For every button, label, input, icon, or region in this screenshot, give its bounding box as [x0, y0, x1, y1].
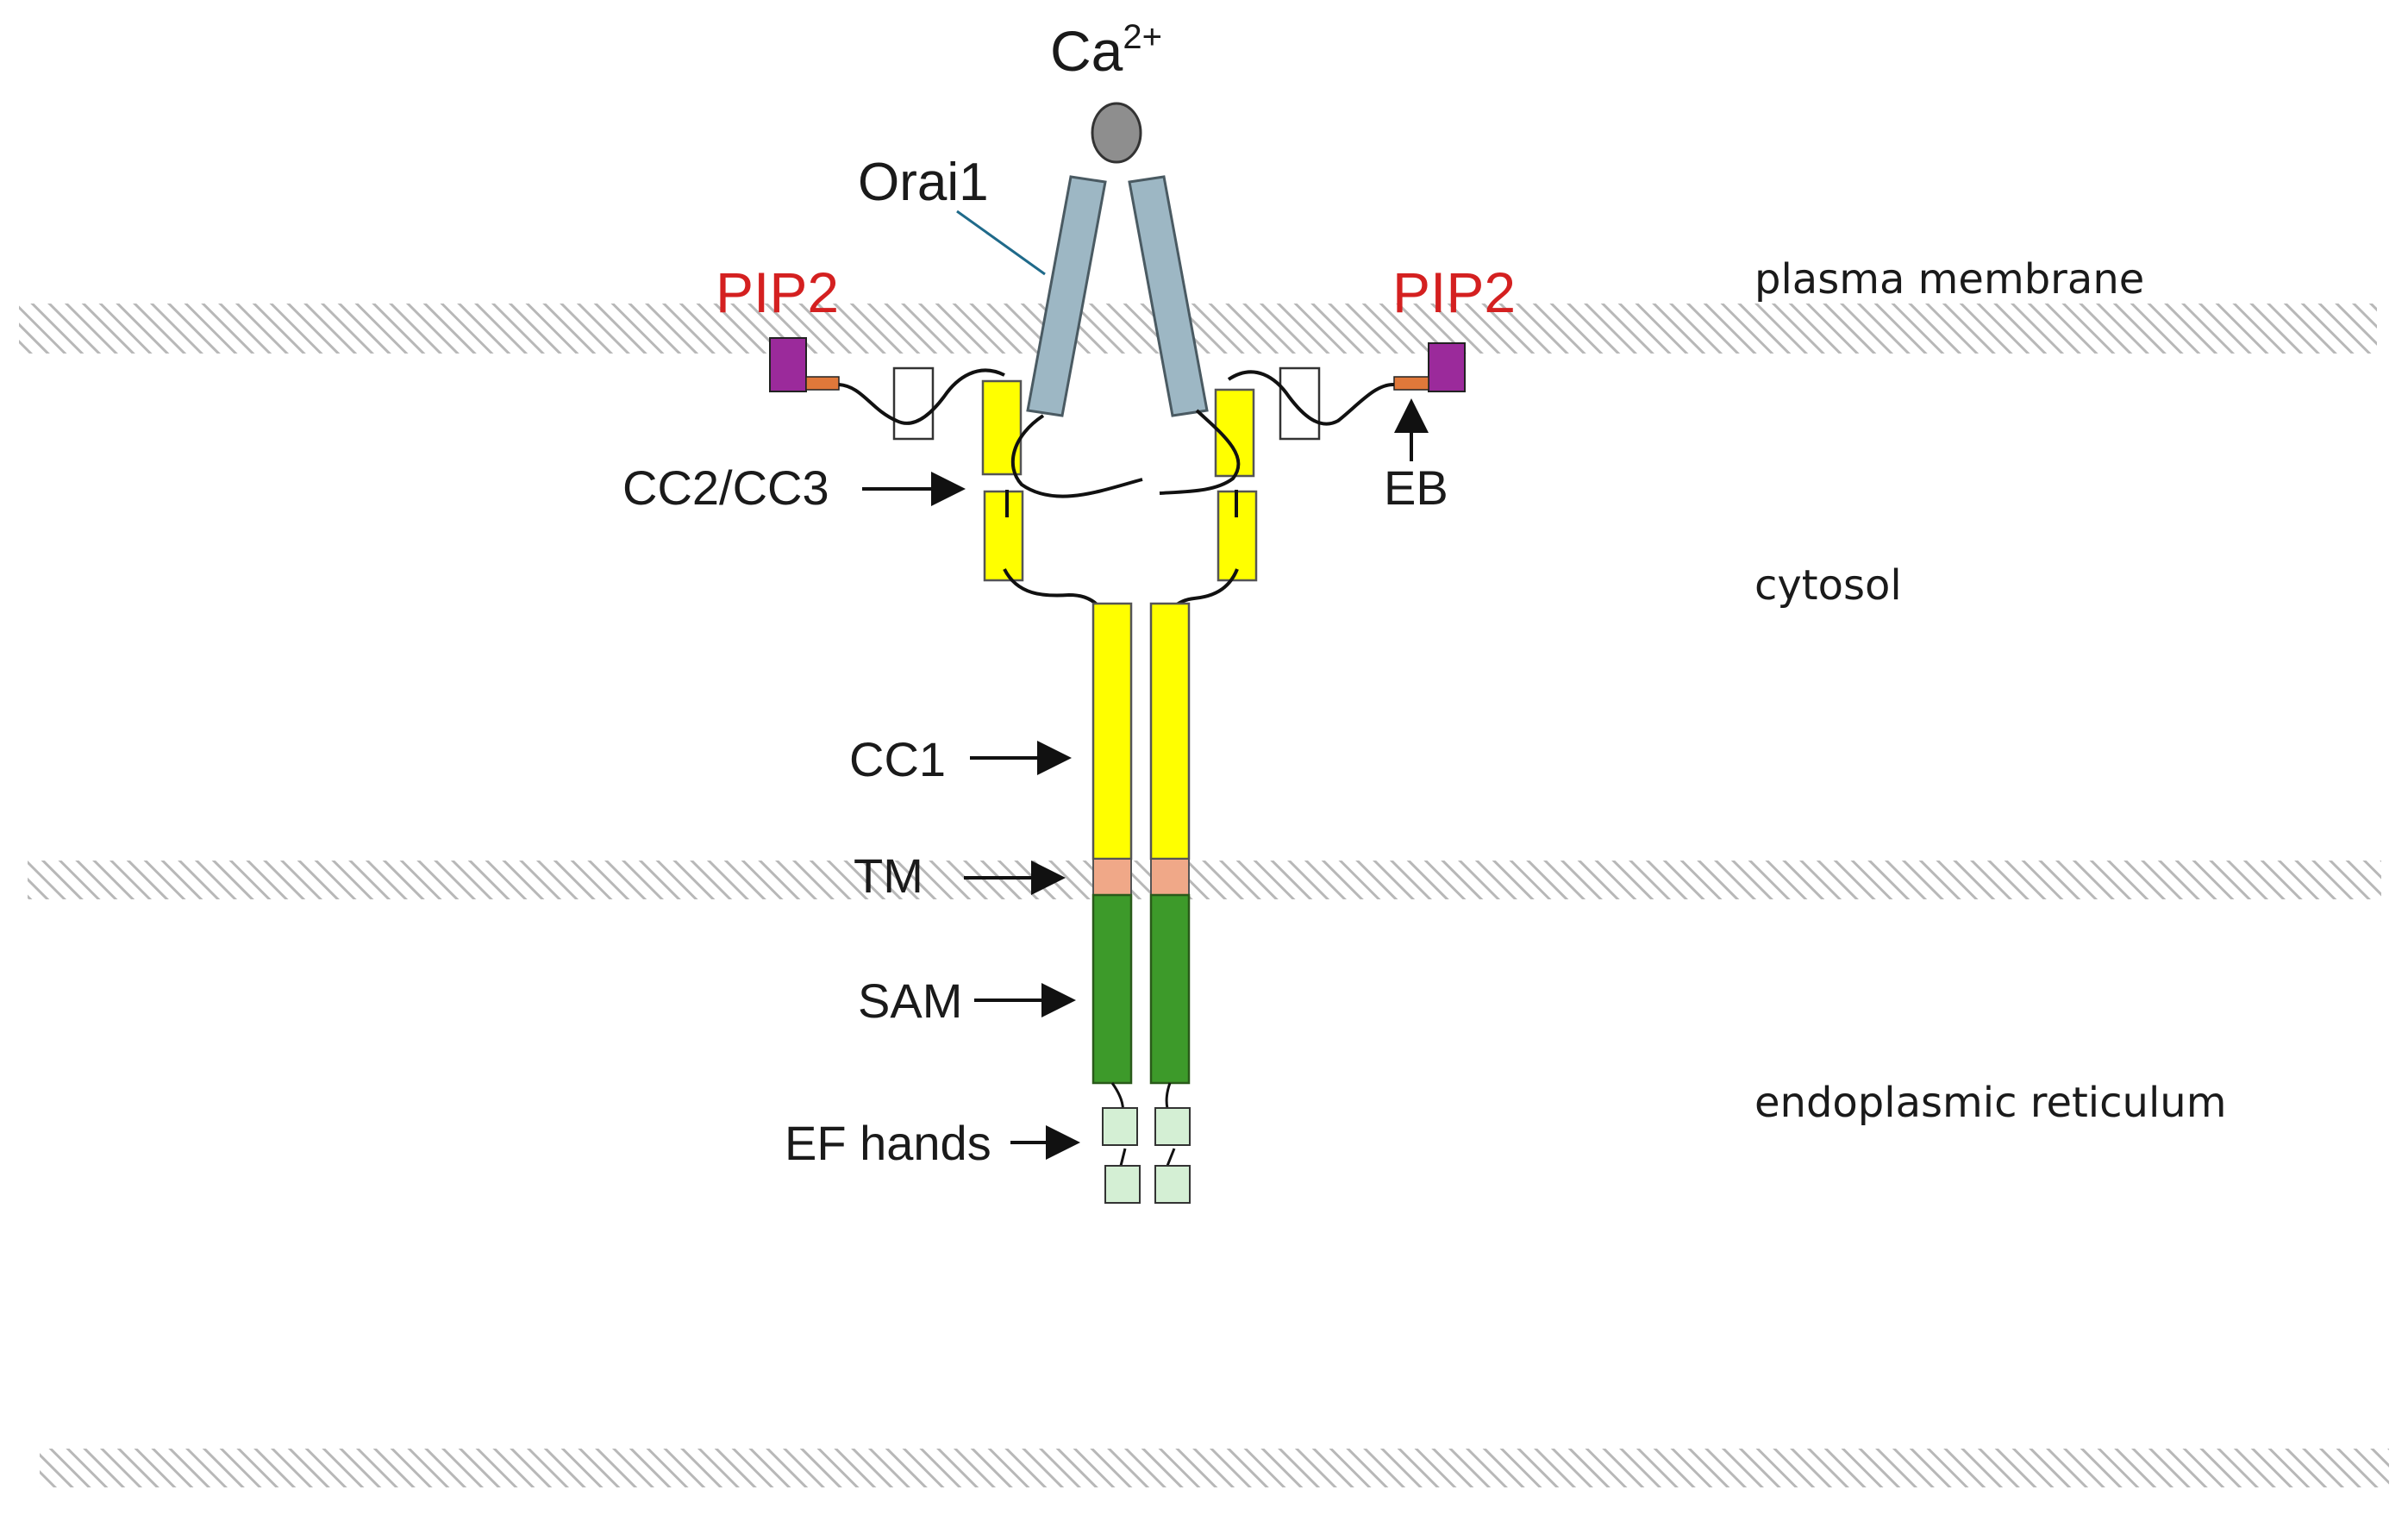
plasma-membrane [19, 304, 2377, 354]
orai1-pointer [956, 210, 1046, 276]
er-membrane-upper [28, 861, 2381, 899]
calcium-charge: 2+ [1123, 18, 1162, 56]
cad-coupling-left [1010, 414, 1143, 498]
eb-label: EB [1384, 460, 1448, 515]
ef-hand-right-upper [1154, 1107, 1191, 1146]
cc1-left [1091, 602, 1133, 861]
ef-hand-left-upper [1102, 1107, 1138, 1146]
tm-left [1092, 858, 1132, 896]
pip2-headgroup-right [1428, 342, 1466, 392]
calcium-symbol: Ca [1050, 19, 1123, 83]
sam-right [1149, 893, 1191, 1085]
calcium-label: Ca2+ [1050, 18, 1162, 83]
polybasic-segment-left [805, 376, 840, 391]
orai1-label: Orai1 [858, 153, 989, 212]
cad-coupling-right [1159, 409, 1241, 495]
ef-hand-left-lower [1104, 1165, 1141, 1204]
sam-left [1091, 893, 1133, 1085]
plasma-membrane-label: plasma membrane [1754, 255, 2144, 304]
orai1-helix-left [1026, 175, 1107, 417]
cc2-cc3-label: CC2/CC3 [622, 460, 829, 515]
cc1-right [1149, 602, 1191, 861]
tm-label: TM [854, 848, 923, 903]
orai1-helix-right [1128, 175, 1209, 417]
linker-curve-left [838, 368, 1005, 425]
calcium-ion [1091, 102, 1142, 164]
cytosol-label: cytosol [1754, 561, 1902, 610]
pip2-headgroup-left [769, 337, 807, 392]
cc2-cc3-upper-left [981, 379, 1023, 476]
polybasic-segment-right [1393, 376, 1429, 391]
ef-link-left [1119, 1148, 1127, 1167]
sam-label: SAM [858, 973, 962, 1028]
linker-box-right [1279, 366, 1321, 441]
ef-hands-label: EF hands [785, 1116, 991, 1170]
ef-hand-right-lower [1154, 1165, 1191, 1204]
linker-curve-right [1227, 370, 1395, 426]
pip2-label-right: PIP2 [1392, 260, 1516, 324]
pip2-label-left: PIP2 [716, 260, 839, 324]
tm-right [1150, 858, 1190, 896]
er-label: endoplasmic reticulum [1754, 1079, 2226, 1127]
er-membrane-lower [40, 1449, 2389, 1487]
cc2-cc3-lower-left [983, 490, 1024, 582]
ef-link-right [1166, 1148, 1176, 1167]
cc1-label: CC1 [849, 732, 946, 786]
linker-box-left [892, 366, 935, 441]
